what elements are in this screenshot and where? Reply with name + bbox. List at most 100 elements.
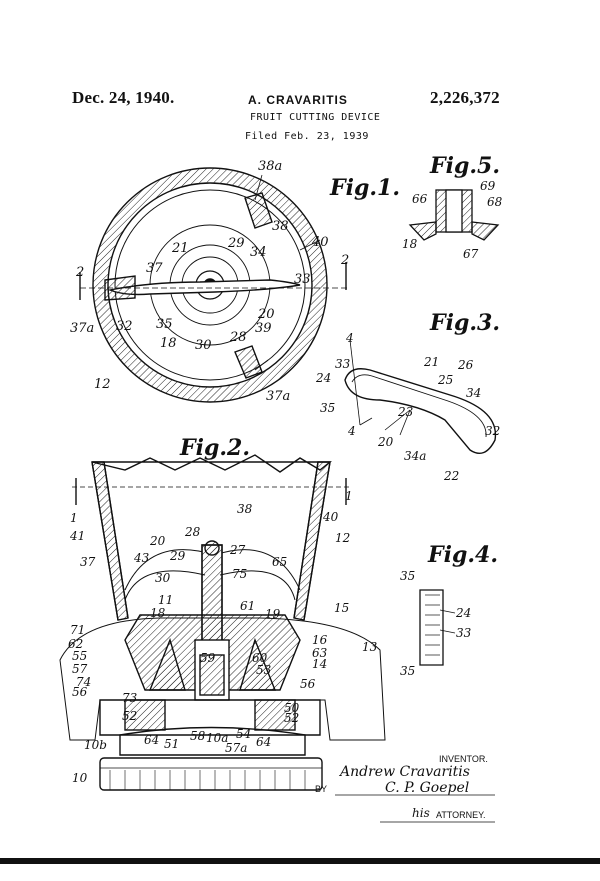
fig1-reference-numeral: 20 [257, 307, 275, 322]
fig2-reference-numeral: 40 [322, 510, 339, 524]
fig2-reference-numeral: 11 [158, 593, 173, 607]
fig5-caption: Fig.5. [430, 153, 500, 179]
fig2-reference-numeral: 20 [149, 534, 166, 548]
attorney-caption: ATTORNEY. [436, 810, 486, 820]
fig2-reference-numeral: 52 [284, 711, 299, 725]
fig1-caption: Fig.1. [330, 175, 400, 201]
fig2-reference-numeral: 57a [225, 741, 247, 755]
fig1-reference-numeral: 32 [116, 319, 133, 334]
fig1-reference-numeral: 37a [70, 321, 94, 336]
fig2-reference-numeral: 29 [169, 549, 186, 563]
fig3-reference-numeral: 4 [347, 424, 356, 438]
bottom-border [0, 858, 600, 864]
fig5-reference-numeral: 68 [487, 195, 503, 209]
fig4-reference-numeral: 35 [400, 664, 415, 678]
fig2-reference-numeral: 12 [335, 531, 350, 545]
fig2-reference-numeral: 10b [84, 738, 107, 752]
inventor-header: A. CRAVARITIS [248, 93, 348, 107]
fig1-reference-numeral: 34 [250, 245, 267, 260]
attorney-prefix: his [412, 806, 430, 820]
fig4-caption: Fig.4. [428, 542, 498, 568]
fig2-reference-numeral: 71 [70, 623, 85, 637]
patent-drawings: 38a 38 40 21 29 34 2 33 2 37 20 37a 32 3… [59, 159, 503, 823]
fig3-reference-numeral: 34 [466, 386, 481, 400]
fig2-reference-numeral: 75 [232, 567, 247, 581]
fig5-reference-numeral: 66 [412, 192, 428, 206]
fig2-reference-numeral: 62 [68, 637, 83, 651]
fig1-reference-numeral: 38a [258, 159, 282, 174]
fig2-reference-numeral: 56 [300, 677, 316, 691]
fig2-reference-numeral: 30 [155, 571, 171, 585]
fig2-reference-numeral: 61 [240, 599, 255, 613]
fig2-reference-numeral: 1 [70, 511, 78, 525]
fig1-reference-numeral: 30 [195, 338, 212, 353]
fig2-reference-numeral: 41 [69, 529, 85, 543]
fig2-reference-numeral: 15 [334, 601, 349, 615]
fig2-reference-numeral: 55 [72, 649, 87, 663]
fig2-reference-numeral: 14 [312, 657, 327, 671]
fig1-reference-numeral: 37a [266, 389, 290, 404]
fig5-drawing [408, 189, 500, 241]
fig1-drawing [79, 167, 350, 403]
fig2-reference-numeral: 38 [237, 502, 253, 516]
patent-date: Dec. 24, 1940. [72, 88, 175, 107]
fig1-reference-numeral: 35 [156, 317, 173, 332]
fig1-reference-numeral: 29 [227, 236, 245, 251]
fig1-reference-numeral: 40 [311, 235, 329, 250]
by-label: BY [315, 784, 328, 794]
fig2-reference-numeral: 28 [184, 525, 201, 539]
fig4-reference-numeral: 33 [456, 626, 472, 640]
fig3-reference-numeral: 4 [345, 331, 354, 345]
fig1-reference-numeral: 33 [294, 272, 311, 287]
fig2-reference-numeral: 56 [72, 685, 88, 699]
fig2-reference-numeral: 18 [150, 606, 166, 620]
fig3-reference-numeral: 22 [443, 469, 459, 483]
patent-number: 2,226,372 [430, 88, 500, 107]
fig5-reference-numeral: 69 [480, 179, 496, 193]
fig2-reference-numeral: 60 [252, 651, 268, 665]
fig3-reference-numeral: 33 [335, 357, 351, 371]
fig2-reference-numeral: 19 [265, 607, 281, 621]
inventor-signature: Andrew Cravaritis [340, 764, 470, 780]
fig3-caption: Fig.3. [430, 310, 500, 336]
fig2-reference-numeral: 64 [144, 733, 159, 747]
fig3-reference-numeral: 23 [397, 405, 414, 419]
fig2-reference-numeral: 10 [72, 771, 88, 785]
patent-title: FRUIT CUTTING DEVICE [250, 112, 381, 123]
fig5-reference-numeral: 18 [402, 237, 418, 251]
fig2-reference-numeral: 57 [72, 662, 88, 676]
fig1-reference-numeral: 37 [146, 261, 163, 276]
attorney-signature: C. P. Goepel [385, 780, 470, 796]
fig2-reference-numeral: 50 [284, 701, 300, 715]
fig1-reference-numeral: 28 [229, 330, 247, 345]
fig1-reference-numeral: 18 [160, 336, 177, 351]
fig2-reference-numeral: 65 [272, 555, 287, 569]
fig1-reference-numeral: 38 [272, 219, 289, 234]
fig2-reference-numeral: 16 [312, 633, 328, 647]
fig2-reference-numeral: 58 [190, 729, 206, 743]
fig2-reference-numeral: 1 [345, 489, 353, 503]
filed-date: Filed Feb. 23, 1939 [245, 131, 369, 142]
fig2-reference-numeral: 51 [164, 737, 179, 751]
fig2-reference-numeral: 73 [122, 691, 138, 705]
fig2-reference-numeral: 43 [133, 551, 150, 565]
fig2-reference-numeral: 54 [236, 727, 251, 741]
fig1-reference-numeral: 21 [171, 241, 189, 256]
fig2-reference-numeral: 10a [206, 731, 228, 745]
fig2-reference-numeral: 63 [312, 646, 328, 660]
fig2-reference-numeral: 37 [80, 555, 96, 569]
fig2-reference-numeral: 52 [122, 709, 137, 723]
fig3-reference-numeral: 26 [457, 358, 474, 372]
fig3-reference-numeral: 35 [320, 401, 335, 415]
fig1-reference-numeral: 2 [340, 253, 349, 268]
fig4-reference-numeral: 24 [455, 606, 471, 620]
fig1-reference-numeral: 2 [75, 265, 84, 280]
fig3-reference-numeral: 24 [315, 371, 331, 385]
fig3-reference-numeral: 21 [423, 355, 439, 369]
fig3-reference-numeral: 20 [377, 435, 394, 449]
fig1-reference-numeral: 12 [94, 377, 111, 392]
fig5-reference-numeral: 67 [463, 247, 479, 261]
fig2-reference-numeral: 64 [256, 735, 271, 749]
fig1-reference-numeral: 39 [255, 321, 272, 336]
fig4-drawing [419, 589, 456, 666]
